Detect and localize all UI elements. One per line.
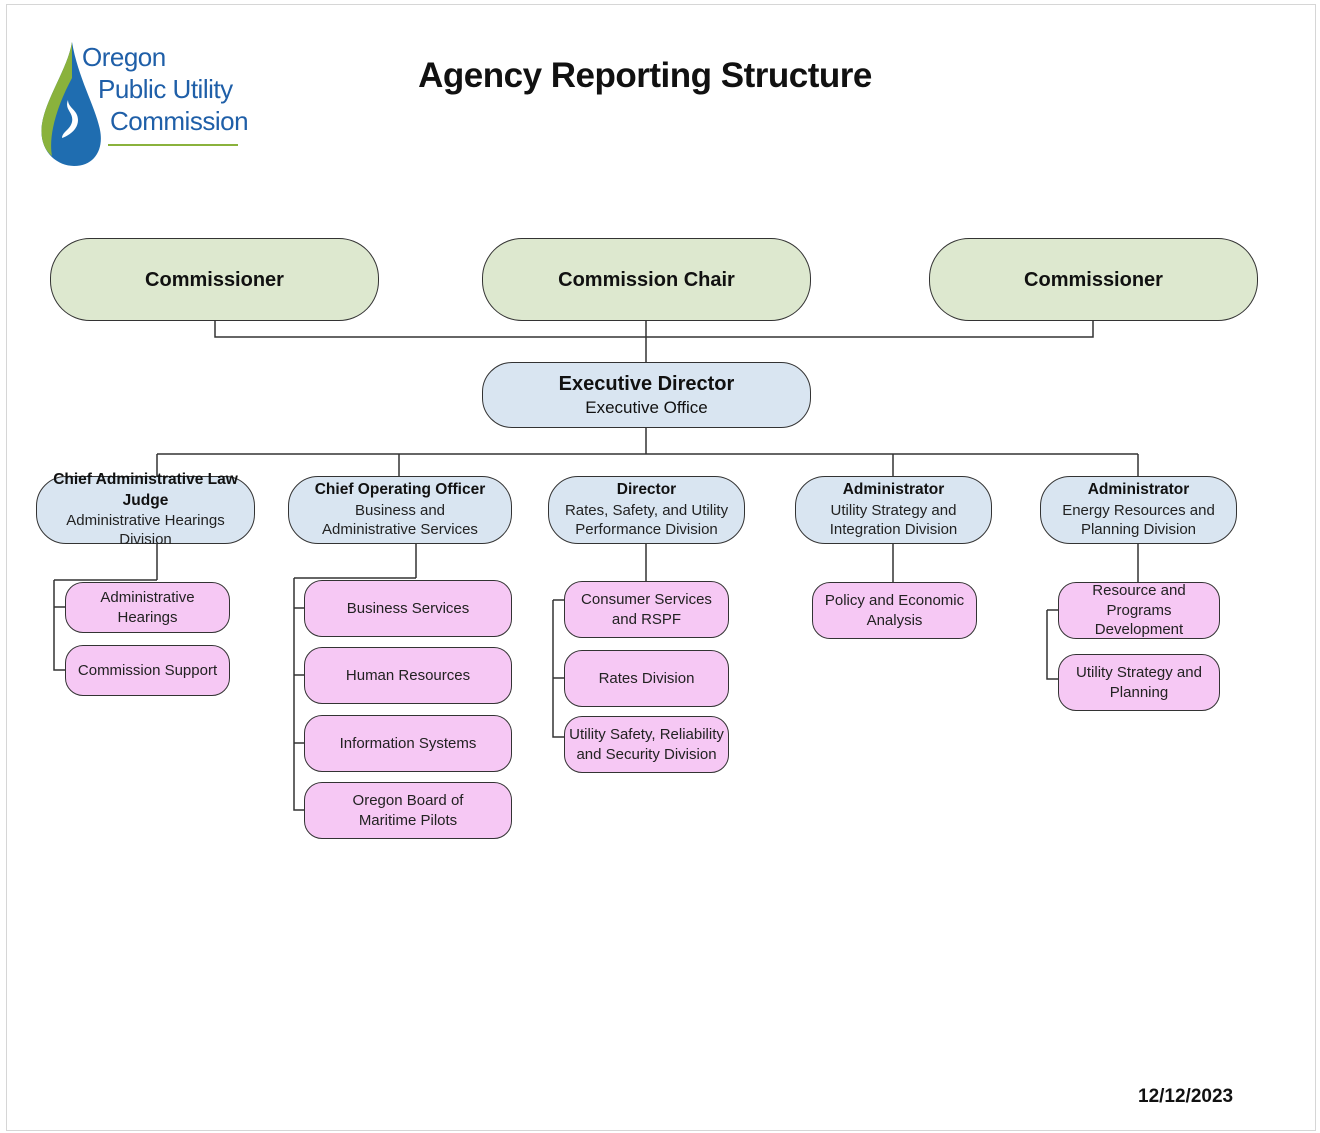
node-subtitle: Administrative Hearings Division <box>66 511 225 549</box>
page-title: Agency Reporting Structure <box>418 56 872 95</box>
node-title: Administrator <box>842 481 945 499</box>
node-subtitle: Rates, Safety, and Utility Performance D… <box>564 501 729 539</box>
executive-director-node: Executive Director Executive Office <box>482 362 811 428</box>
opuc-logo: Oregon Public Utility Commission <box>38 38 249 168</box>
unit-label: Oregon Board of Maritime Pilots <box>352 792 464 829</box>
revision-date: 12/12/2023 <box>1138 1086 1234 1107</box>
unit-node: Utility Safety, Reliability and Security… <box>564 716 729 773</box>
unit-node: Policy and Economic Analysis <box>812 582 977 639</box>
logo-underline <box>108 144 238 146</box>
unit-node: Utility Strategy and Planning <box>1058 654 1220 711</box>
logo-text-line-2: Public Utility <box>98 74 233 104</box>
unit-label: Business Services <box>346 599 470 617</box>
division-node-2: Chief Operating Officer Business and Adm… <box>288 476 512 544</box>
unit-node: Business Services <box>304 580 512 637</box>
logo-text-line-1: Oregon <box>82 42 166 72</box>
node-subtitle: Executive Office <box>585 397 708 417</box>
node-subtitle: Energy Resources and Planning Division <box>1062 501 1215 539</box>
unit-label: Consumer Services and RSPF <box>581 591 712 628</box>
commissioner-right-node: Commissioner <box>929 238 1258 321</box>
water-drop-icon <box>41 42 101 166</box>
unit-node: Administrative Hearings <box>65 582 230 633</box>
unit-node: Commission Support <box>65 645 230 696</box>
unit-node: Resource and Programs Development <box>1058 582 1220 639</box>
division-node-5: Administrator Energy Resources and Plann… <box>1040 476 1237 544</box>
node-title: Administrator <box>1087 481 1190 499</box>
node-title: Chief Administrative Law Judge <box>53 471 238 509</box>
node-subtitle: Business and Administrative Services <box>322 501 478 539</box>
commissioner-left-node: Commissioner <box>50 238 379 321</box>
unit-node: Oregon Board of Maritime Pilots <box>304 782 512 839</box>
unit-label: Utility Safety, Reliability and Security… <box>569 726 724 763</box>
logo-text-line-3: Commission <box>110 106 249 136</box>
unit-label: Rates Division <box>598 669 695 687</box>
unit-label: Commission Support <box>77 661 218 679</box>
commission-chair-node: Commission Chair <box>482 238 811 321</box>
page-frame <box>6 4 1316 1131</box>
node-title: Chief Operating Officer <box>314 481 486 499</box>
node-title: Director <box>616 481 677 499</box>
node-title: Executive Director <box>558 372 735 395</box>
node-label: Commissioner <box>1024 268 1163 291</box>
unit-label: Policy and Economic Analysis <box>824 592 965 629</box>
unit-node: Consumer Services and RSPF <box>564 581 729 638</box>
node-label: Commission Chair <box>558 268 735 291</box>
unit-label: Administrative Hearings <box>100 589 195 626</box>
unit-label: Resource and Programs Development <box>1092 582 1186 639</box>
division-node-1: Chief Administrative Law Judge Administr… <box>36 471 255 548</box>
unit-label: Information Systems <box>339 734 477 752</box>
division-node-4: Administrator Utility Strategy and Integ… <box>795 476 992 544</box>
unit-label: Utility Strategy and Planning <box>1076 664 1202 701</box>
division-node-3: Director Rates, Safety, and Utility Perf… <box>548 476 745 544</box>
unit-label: Human Resources <box>345 666 471 684</box>
unit-node: Information Systems <box>304 715 512 772</box>
unit-node: Human Resources <box>304 647 512 704</box>
unit-node: Rates Division <box>564 650 729 707</box>
node-subtitle: Utility Strategy and Integration Divisio… <box>829 501 958 539</box>
node-label: Commissioner <box>145 268 284 291</box>
